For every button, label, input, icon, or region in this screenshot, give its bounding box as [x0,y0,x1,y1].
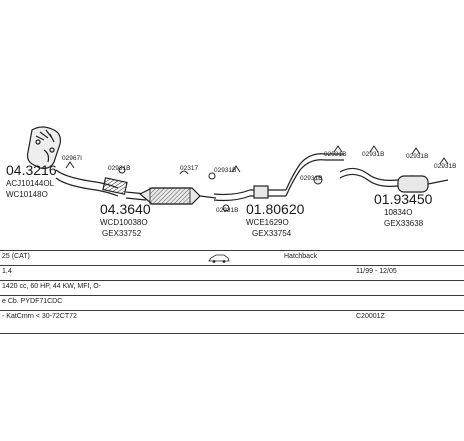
fitting-code: 02317 [180,165,198,172]
part-alt-code: GEX33752 [102,229,142,238]
catalyst-reference: - KatCmrn < 30-72CT72 [2,313,77,320]
kit-number: C20001Z [356,313,385,320]
part-alt-code: GEX33638 [384,219,424,228]
part-labels: 04.3216 ACJ10144OL WC10148O 04.3640 WCD1… [6,162,433,238]
body-type: Hatchback [284,253,318,260]
fitting-code: 02931B [216,207,238,214]
part-alt-code: WCD10038O [100,218,148,227]
fitting-code: 02931B [434,163,456,170]
part-alt-code: GEX33754 [252,229,292,238]
part-alt-code: 10834O [384,208,412,217]
part-alt-code: WC10148O [6,190,48,199]
exhaust-diagram: 04.3216 ACJ10144OL WC10148O 04.3640 WCD1… [6,126,456,238]
part-alt-code: ACJ10144OL [6,179,55,188]
catalytic-converter [138,187,217,205]
table-row: e Cb. PYDF71CDC [0,295,464,305]
fitting-code: 02931B [300,175,322,182]
table-row: - KatCmrn < 30-72CT72 C20001Z [0,310,464,320]
model-label: 25 (CAT) [2,253,30,260]
fitting-code: 02931B [362,151,384,158]
engine-code: e Cb. PYDF71CDC [2,298,63,305]
middle-pipe [213,153,344,202]
part-alt-code: WCE1629O [246,218,289,227]
table-bottom-rule [0,333,464,334]
rear-silencer [339,167,449,193]
table-row: 1.4 11/99 - 12/05 [0,265,464,275]
car-side-icon [208,254,230,263]
engine-size: 1.4 [2,268,12,275]
part-number: 04.3640 [100,201,151,217]
part-number: 04.3216 [6,162,57,178]
table-row: 1420 cc, 60 HP, 44 KW, MFI, O- [0,280,464,290]
fittings [65,145,449,212]
fitting-code: 02967I [62,155,82,162]
fitting-code: 02931B [406,153,428,160]
exhaust-manifold [26,126,61,169]
front-pipe [55,169,147,201]
part-number: 01.93450 [374,191,433,207]
fitting-code: 02931B [214,167,236,174]
fitting-codes: 02967I 02931B 02317 02931B 02931B 02931B… [62,151,456,214]
fitting-code: 02931B [108,165,130,172]
part-number: 01.80620 [246,201,305,217]
engine-spec: 1420 cc, 60 HP, 44 KW, MFI, O- [2,283,102,290]
fitting-code: 02931B [324,151,346,158]
table-row: 25 (CAT) Hatchback [0,250,464,263]
production-years: 11/99 - 12/05 [356,268,397,275]
